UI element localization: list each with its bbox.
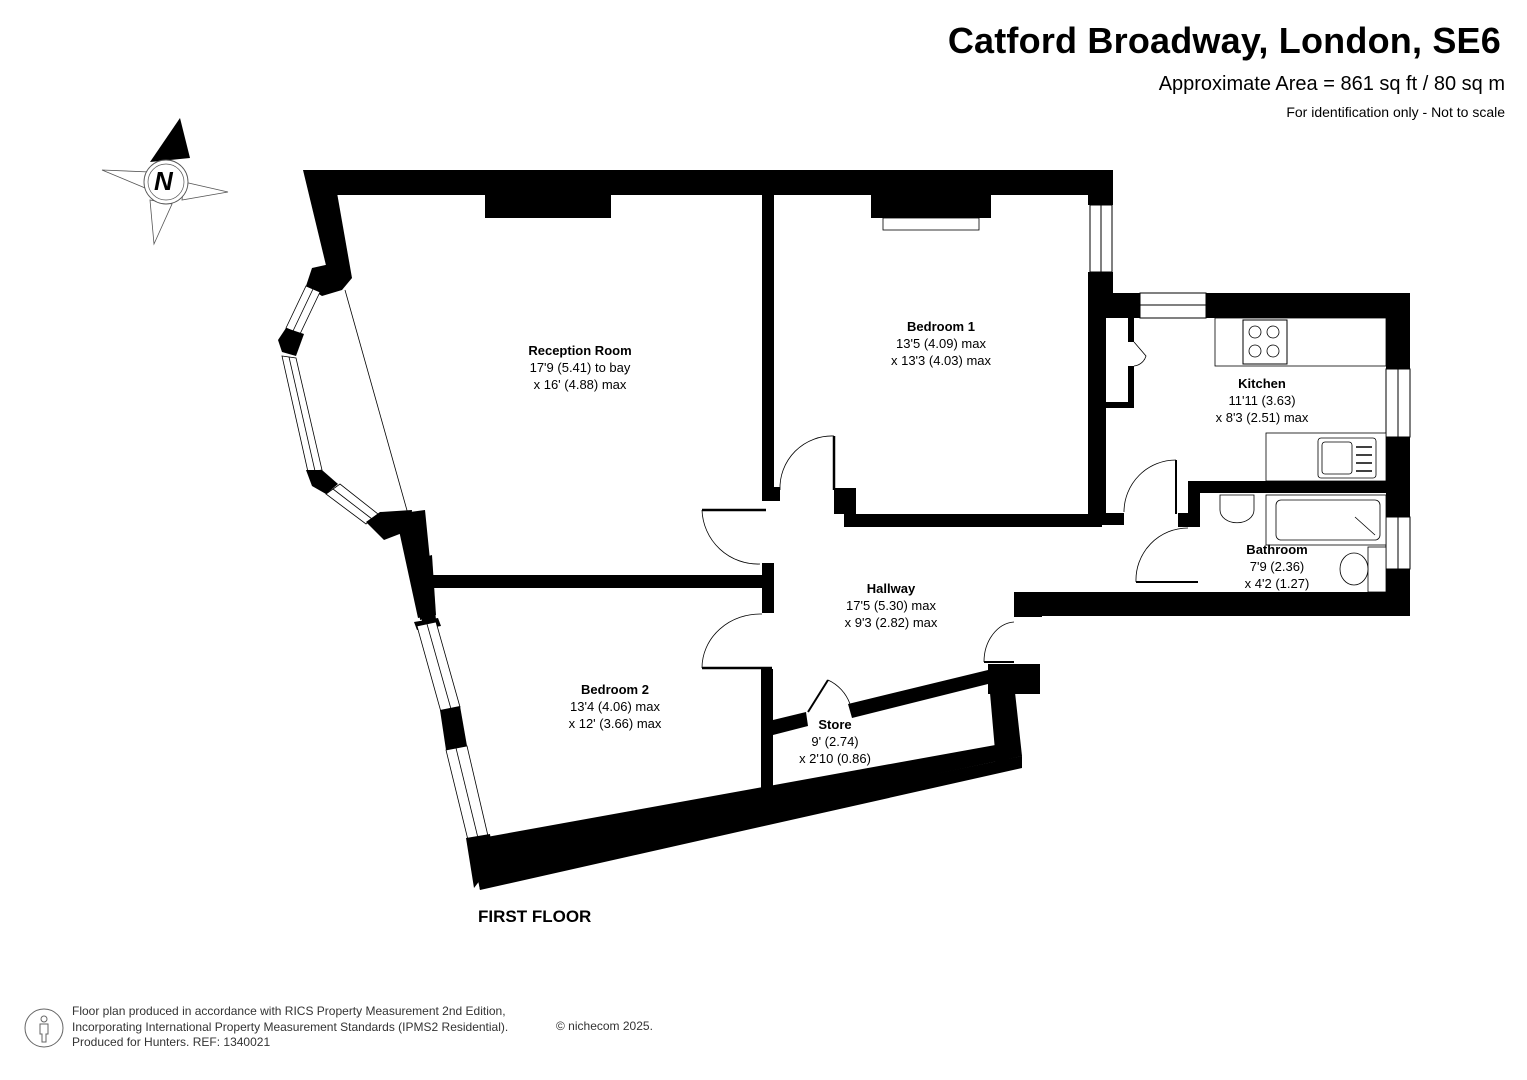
room-name: Bedroom 1 — [907, 319, 975, 334]
room-name: Hallway — [866, 581, 916, 596]
footer-notes: Floor plan produced in accordance with R… — [72, 1004, 653, 1051]
room-kitchen: Kitchen 11'11 (3.63) x 8'3 (2.51) max — [1216, 375, 1309, 426]
room-bedroom-2: Bedroom 2 13'4 (4.06) max x 12' (3.66) m… — [569, 681, 662, 732]
room-dim1: 13'4 (4.06) max — [570, 699, 660, 714]
room-dim1: 17'5 (5.30) max — [846, 598, 936, 613]
north-arrow-icon — [101, 118, 229, 246]
room-dim2: x 13'3 (4.03) max — [890, 353, 992, 368]
room-bathroom: Bathroom 7'9 (2.36) x 4'2 (1.27) — [1245, 541, 1310, 592]
room-store: Store 9' (2.74) x 2'10 (0.86) — [799, 716, 871, 767]
bay-window — [278, 264, 412, 540]
approximate-area: Approximate Area = 861 sq ft / 80 sq m — [1158, 73, 1505, 95]
room-bedroom-1: Bedroom 1 13'5 (4.09) max x 13'3 (4.03) … — [891, 318, 991, 369]
compass-north-letter: N — [154, 166, 173, 196]
room-dim1: 11'11 (3.63) — [1228, 393, 1296, 408]
room-dim1: 9' (2.74) — [811, 734, 859, 749]
room-dim2: x 4'2 (1.27) — [1244, 576, 1310, 591]
room-name: Kitchen — [1238, 376, 1286, 391]
footer-line-3: Produced for Hunters. REF: 1340021 — [72, 1035, 271, 1049]
property-title: Catford Broadway, London, SE6 — [947, 20, 1501, 61]
room-dim2: x 12' (3.66) max — [568, 716, 662, 731]
floor-label: FIRST FLOOR — [478, 907, 592, 926]
room-name: Reception Room — [528, 343, 632, 358]
room-dim2: x 16' (4.88) max — [533, 377, 627, 392]
person-icon — [24, 1008, 64, 1048]
room-name: Bathroom — [1246, 542, 1308, 557]
room-reception: Reception Room 17'9 (5.41) to bay x 16' … — [528, 342, 631, 393]
room-dim2: x 9'3 (2.82) max — [844, 615, 938, 630]
copyright: © nichecom 2025. — [556, 1019, 653, 1033]
footer-line-1: Floor plan produced in accordance with R… — [72, 1004, 506, 1018]
room-dim2: x 8'3 (2.51) max — [1215, 410, 1309, 425]
room-dim2: x 2'10 (0.86) — [799, 751, 871, 766]
room-hallway: Hallway 17'5 (5.30) max x 9'3 (2.82) max — [845, 580, 938, 631]
footer-line-2: Incorporating International Property Mea… — [72, 1019, 509, 1034]
room-dim1: 13'5 (4.09) max — [896, 336, 986, 351]
room-name: Bedroom 2 — [581, 682, 649, 697]
room-dim1: 7'9 (2.36) — [1249, 559, 1305, 574]
scale-note: For identification only - Not to scale — [1286, 104, 1505, 120]
room-name: Store — [818, 717, 852, 732]
room-dim1: 17'9 (5.41) to bay — [529, 360, 631, 375]
